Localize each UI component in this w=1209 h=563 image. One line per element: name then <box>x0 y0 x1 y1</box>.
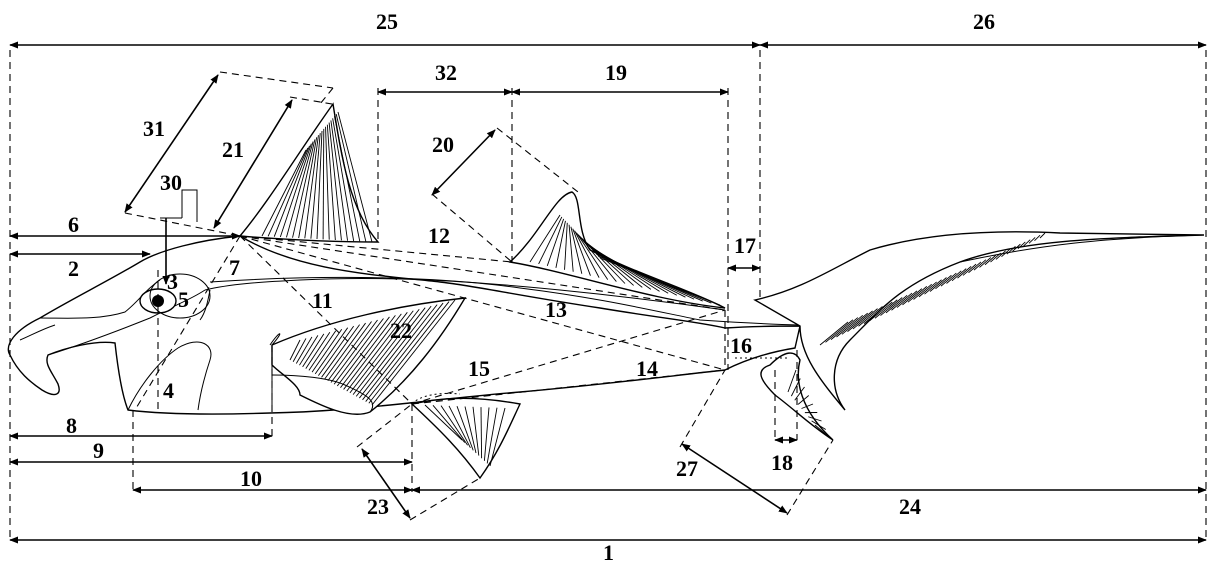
label-1: 1 <box>603 540 614 563</box>
fin-ray <box>980 257 991 267</box>
proj-23-b <box>410 478 480 520</box>
label-31: 31 <box>143 116 165 141</box>
label-14: 14 <box>636 356 658 381</box>
label-26: 26 <box>973 9 995 34</box>
fin-ray <box>930 278 947 292</box>
label-6: 6 <box>68 212 79 237</box>
label-12: 12 <box>428 223 450 248</box>
fin-ray <box>991 253 1001 262</box>
label-19: 19 <box>605 60 627 85</box>
label-2: 2 <box>68 256 79 281</box>
proj-31-b <box>320 88 333 104</box>
label-9: 9 <box>93 438 104 463</box>
label-25: 25 <box>376 9 398 34</box>
proj-27-b <box>787 440 833 515</box>
proj-21 <box>290 97 332 104</box>
fin-ray <box>996 251 1006 260</box>
label-24: 24 <box>899 494 921 519</box>
label-10: 10 <box>240 466 262 491</box>
proj-20-a <box>497 128 578 192</box>
label-8: 8 <box>66 413 77 438</box>
fin-ray <box>481 407 482 458</box>
label-23: 23 <box>367 494 389 519</box>
caudal-fin <box>755 232 1204 440</box>
label-32: 32 <box>435 60 457 85</box>
bracket-30 <box>182 190 197 222</box>
first-dorsal-fin <box>240 104 378 242</box>
label-5: 5 <box>178 287 189 312</box>
fin-ray <box>925 280 942 294</box>
label-20: 20 <box>432 132 454 157</box>
label-22: 22 <box>390 318 412 343</box>
label-15: 15 <box>468 356 490 381</box>
fin-ray <box>936 275 952 289</box>
label-13: 13 <box>545 297 567 322</box>
proj-31-a <box>220 72 333 88</box>
upper-caudal-lobe <box>755 232 1204 410</box>
label-11: 11 <box>312 288 333 313</box>
label-4: 4 <box>163 378 174 403</box>
label-18: 18 <box>771 450 793 475</box>
fin-ray <box>815 425 830 438</box>
label-16: 16 <box>730 333 752 358</box>
pelvic-fin <box>412 393 520 478</box>
label-3: 3 <box>167 269 178 294</box>
label-21: 21 <box>222 137 244 162</box>
label-27: 27 <box>676 456 698 481</box>
first-dorsal-outline <box>240 104 378 242</box>
label-17: 17 <box>734 233 756 258</box>
proj-27-a <box>680 370 725 447</box>
label-30: 30 <box>160 170 182 195</box>
label-7: 7 <box>229 255 240 280</box>
